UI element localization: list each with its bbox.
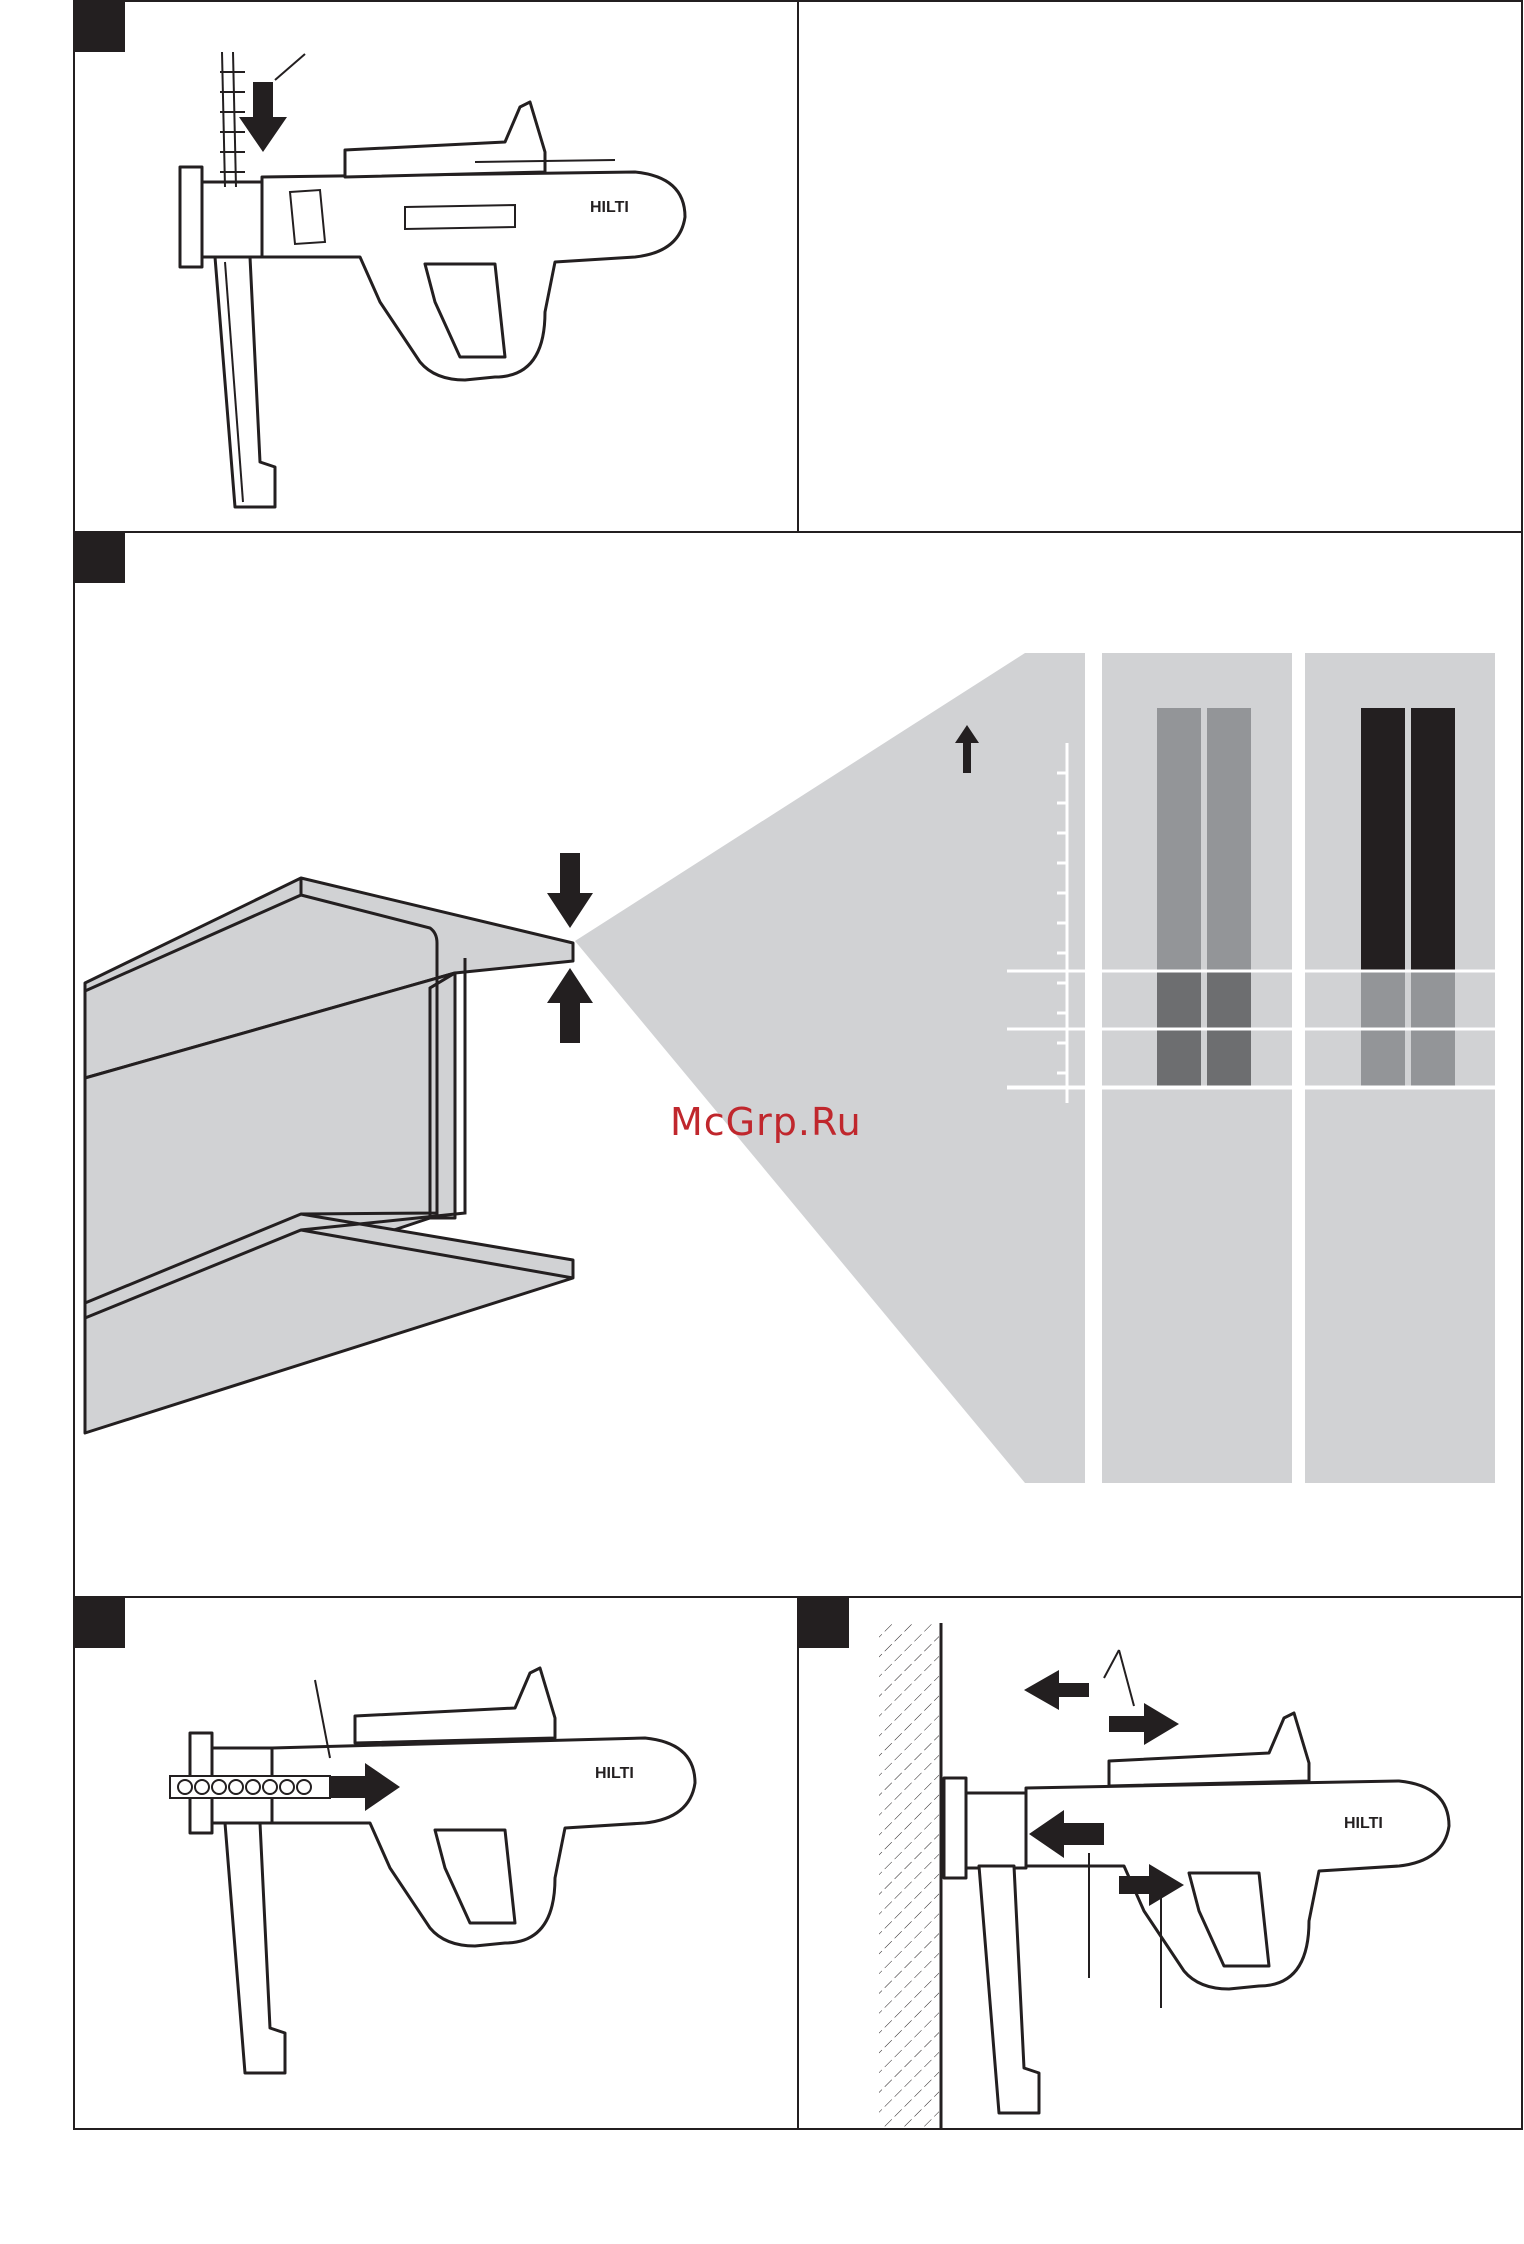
tool-logo: HILTI: [595, 1765, 634, 1782]
chart-bar-segment: [1157, 823, 1201, 971]
tool-magazine-illustration: HILTI: [75, 2, 801, 535]
chart-bar-segment: [1207, 708, 1251, 823]
wall: [879, 1623, 939, 2128]
steel-beam-thickness-diagram: [75, 533, 1524, 1600]
arrow-down-icon: [239, 82, 287, 152]
chart-bar-segment: [1361, 708, 1405, 823]
panel-setting-against-wall: HILTI: [797, 1596, 1523, 2130]
panel-magazine-loading: HILTI: [73, 0, 799, 533]
fastener-strip: [170, 1776, 330, 1798]
setting-illustration: HILTI: [799, 1598, 1524, 2132]
i-beam: [85, 878, 573, 1433]
tool-body: [180, 102, 685, 507]
arrow-left-icon: [1024, 1670, 1089, 1710]
strip-insertion-illustration: HILTI: [75, 1598, 801, 2132]
tool-logo: HILTI: [1344, 1815, 1383, 1832]
chart-bar-segment: [1157, 708, 1201, 823]
zoom-cone: [575, 653, 1085, 1483]
watermark: McGrp.Ru: [670, 1100, 862, 1144]
arrow-up-icon: [547, 968, 593, 1043]
chart-bar-segment: [1411, 823, 1455, 971]
panel-empty: [797, 0, 1523, 533]
panel-strip-insertion: HILTI: [73, 1596, 799, 2130]
panel-steel-beam-chart: McGrp.Ru: [73, 531, 1523, 1598]
chart-bar-segment: [1411, 708, 1455, 823]
chart-bar-segment: [1207, 823, 1251, 971]
arrow-right-icon: [1109, 1703, 1179, 1745]
chart-bar-segment: [1361, 823, 1405, 971]
tool-logo: HILTI: [590, 199, 629, 216]
arrow-down-icon: [547, 853, 593, 928]
